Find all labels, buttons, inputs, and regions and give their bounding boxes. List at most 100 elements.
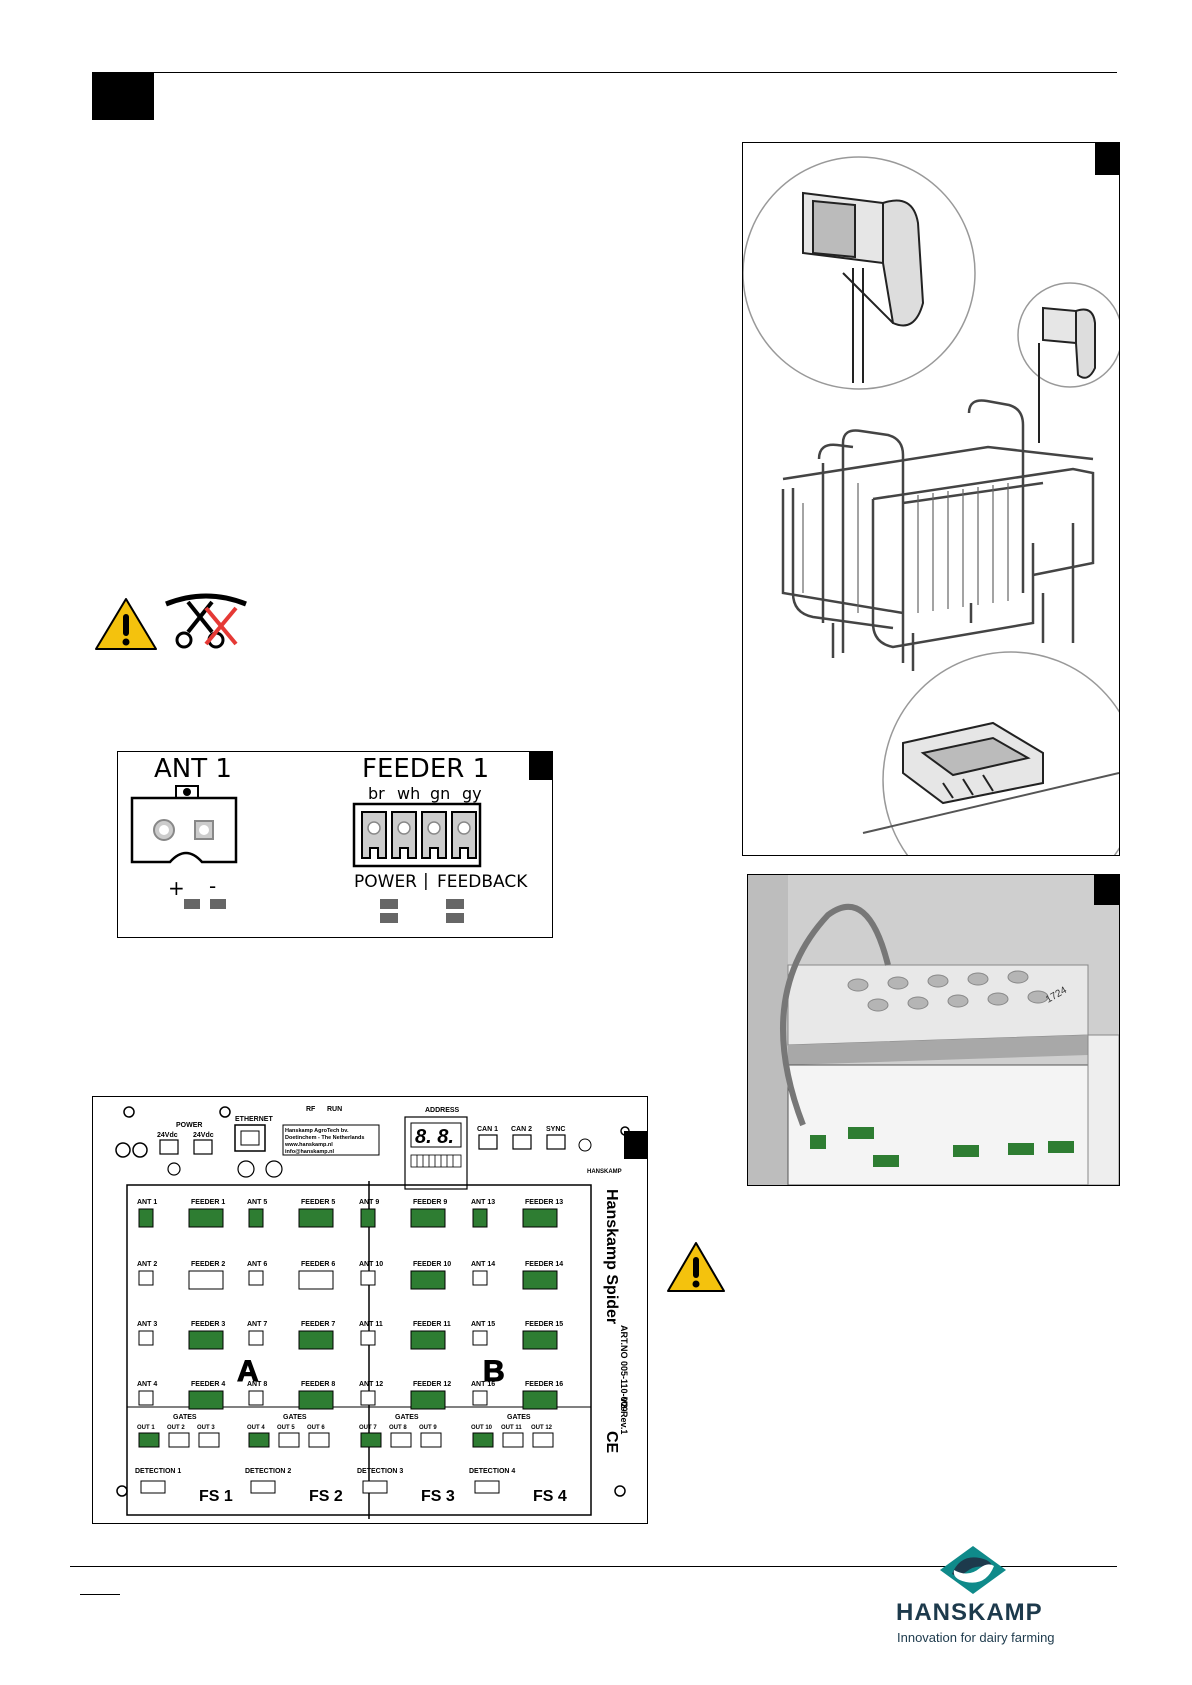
- ant-connector: [248, 1270, 264, 1286]
- gates-label: GATES: [507, 1414, 531, 1421]
- board-rf-label: RF: [306, 1106, 316, 1113]
- out-connector: [532, 1432, 554, 1448]
- board-run-label: RUN: [327, 1106, 342, 1113]
- ant-label: ANT 11: [359, 1321, 383, 1328]
- sections-frame: [126, 1184, 592, 1516]
- ant-label: ANT 4: [137, 1381, 157, 1388]
- ant-label: ANT 8: [247, 1381, 267, 1388]
- stall-frame: [781, 399, 1095, 663]
- ant-connector: [138, 1208, 154, 1228]
- feeder-label: FEEDER 1: [191, 1199, 225, 1206]
- out-label: OUT 7: [359, 1425, 377, 1431]
- fs-label: FS 2: [309, 1488, 343, 1505]
- company-line-3: www.hanskamp.nl: [284, 1142, 333, 1148]
- feeder-connector: [188, 1270, 224, 1290]
- feeder-label: FEEDER 12: [413, 1381, 451, 1388]
- feeder-mounting-marks: [380, 899, 464, 923]
- feeder-connector: [410, 1270, 446, 1290]
- board-art-no: ART.NO 005-110-000: [619, 1325, 629, 1412]
- ant-connector: [138, 1330, 154, 1346]
- detection-label: DETECTION 2: [245, 1468, 291, 1475]
- detection-label: DETECTION 1: [135, 1468, 181, 1475]
- warning-icon: [95, 598, 157, 650]
- spider-board-diagram: POWER 24Vdc 24Vdc ETHERNET RF RUN Hanska…: [92, 1096, 648, 1524]
- board-sync-label: SYNC: [546, 1126, 565, 1133]
- feedback-label: FEEDBACK: [437, 872, 528, 892]
- out-connector: [198, 1432, 220, 1448]
- fs-label: FS 4: [533, 1488, 567, 1505]
- board-revision: V2-Rev.1: [619, 1397, 629, 1434]
- brand-tagline: Innovation for dairy farming: [897, 1630, 1055, 1645]
- feeder-connector: [188, 1330, 224, 1350]
- detection-connector: [140, 1480, 166, 1494]
- address-display: 8. 8.: [415, 1126, 454, 1148]
- detection-label: DETECTION 3: [357, 1468, 403, 1475]
- ant-label: ANT 2: [137, 1261, 157, 1268]
- out-connector: [420, 1432, 442, 1448]
- board-ce-mark: CE: [603, 1431, 620, 1454]
- feeder-label: FEEDER 8: [301, 1381, 335, 1388]
- ant-label: ANT 14: [471, 1261, 495, 1268]
- board-figure-box: [624, 1131, 647, 1159]
- company-info-box: [282, 1124, 380, 1156]
- fs-label: FS 1: [199, 1488, 233, 1505]
- board-voltage-2: 24Vdc: [193, 1132, 214, 1139]
- feeder-title: FEEDER 1: [362, 754, 490, 784]
- feeder-connector: [522, 1208, 558, 1228]
- ethernet-port: [234, 1124, 266, 1152]
- out-connector: [360, 1432, 382, 1448]
- out-label: OUT 5: [277, 1425, 295, 1431]
- figure-label-box: [529, 752, 552, 780]
- ant-label: ANT 10: [359, 1261, 383, 1268]
- installed-board-photo: 1724: [747, 874, 1120, 1186]
- feeder-connector: [298, 1208, 334, 1228]
- out-label: OUT 1: [137, 1425, 155, 1431]
- header-rule: [154, 72, 1117, 73]
- wire-color-br: br: [368, 784, 385, 803]
- ant-connector: [472, 1270, 488, 1286]
- out-label: OUT 8: [389, 1425, 407, 1431]
- feeder-label: FEEDER 2: [191, 1261, 225, 1268]
- feeder-connector: [522, 1330, 558, 1350]
- feeder-label: FEEDER 10: [413, 1261, 451, 1268]
- ant-connector: [248, 1390, 264, 1406]
- address-block: [404, 1116, 468, 1190]
- ant-label: ANT 1: [137, 1199, 157, 1206]
- section-letter-b: B: [483, 1355, 505, 1388]
- out-connector: [278, 1432, 300, 1448]
- photo-figure-box: [1094, 875, 1119, 905]
- ant-connector: [138, 1270, 154, 1286]
- feeder-label: FEEDER 6: [301, 1261, 335, 1268]
- detection-connector: [474, 1480, 500, 1494]
- ant-connector: [248, 1208, 264, 1228]
- board-power-label: POWER: [176, 1122, 202, 1129]
- feeder-label: FEEDER 16: [525, 1381, 563, 1388]
- ant-label: ANT 6: [247, 1261, 267, 1268]
- ant-connector: [472, 1208, 488, 1228]
- ant-connector: [360, 1330, 376, 1346]
- out-label: OUT 12: [531, 1425, 553, 1431]
- ant-connector: [248, 1330, 264, 1346]
- company-line-1: Hanskamp AgroTech bv.: [285, 1128, 349, 1134]
- out-label: OUT 3: [197, 1425, 215, 1431]
- out-connector: [390, 1432, 412, 1448]
- stall-bars: [802, 483, 1009, 613]
- pcb-layout: POWER 24Vdc 24Vdc ETHERNET RF RUN Hanska…: [115, 1106, 647, 1519]
- ant-connector: [360, 1270, 376, 1286]
- feeder-connector: [298, 1270, 334, 1290]
- feeder-connector-drawing: [352, 802, 482, 868]
- wire-color-gn: gn: [430, 784, 451, 803]
- cabinet-photo-drawing: 1724: [748, 875, 1119, 1185]
- ant-title: ANT 1: [154, 754, 232, 784]
- board-can2-label: CAN 2: [511, 1126, 532, 1133]
- feeder-connector: [188, 1208, 224, 1228]
- feeder-label: FEEDER 9: [413, 1199, 447, 1206]
- warning-icon-2: [667, 1242, 725, 1292]
- feeder-connector: [410, 1390, 446, 1410]
- feeder-connector: [522, 1390, 558, 1410]
- out-connector: [248, 1432, 270, 1448]
- detection-label: DETECTION 4: [469, 1468, 515, 1475]
- company-line-4: info@hanskamp.nl: [285, 1149, 335, 1155]
- feeder-label: FEEDER 15: [525, 1321, 563, 1328]
